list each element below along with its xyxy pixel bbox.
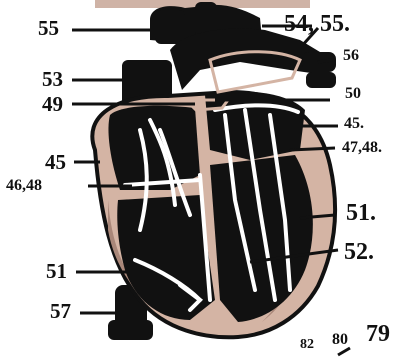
label-52: 52. — [344, 240, 374, 264]
label-51-right: 51. — [346, 201, 376, 225]
label-49: 49 — [42, 94, 63, 115]
label-56: 56 — [343, 48, 359, 64]
label-80: 80 — [332, 332, 348, 348]
label-46-48: 46,48 — [6, 178, 42, 194]
label-45-right: 45. — [344, 116, 364, 132]
label-54-55: 54, 55. — [284, 12, 350, 36]
label-82: 82 — [300, 338, 314, 352]
label-79: 79 — [366, 322, 390, 346]
label-47-48: 47,48. — [342, 140, 382, 156]
label-45-left: 45 — [45, 152, 66, 173]
label-51-left: 51 — [46, 261, 67, 282]
label-53: 53 — [42, 69, 63, 90]
label-55-left: 55 — [38, 18, 59, 39]
label-57: 57 — [50, 301, 71, 322]
label-50: 50 — [345, 86, 361, 102]
